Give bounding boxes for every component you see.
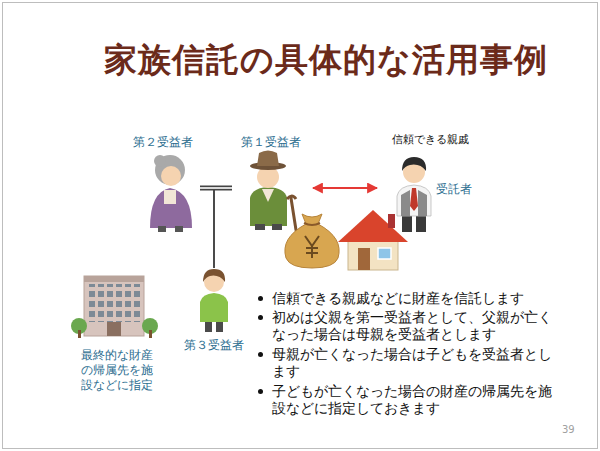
- house: [338, 210, 408, 270]
- person-node: 信頼できる親戚受託者: [380, 128, 488, 233]
- facility-building: [71, 276, 158, 338]
- father-figure: [250, 151, 296, 231]
- money-bag: [285, 214, 339, 268]
- arrow-path: [313, 187, 377, 189]
- role-label: 第３受益者: [180, 338, 248, 353]
- child-figure: [200, 269, 228, 332]
- family-line: [200, 188, 214, 268]
- role-label: 受託者: [436, 182, 486, 197]
- person-node: 第１受益者: [232, 132, 310, 230]
- slide-frame: [3, 3, 598, 449]
- mother-figure: [150, 155, 192, 232]
- family-path: [200, 188, 214, 268]
- role-note: 信頼できる親戚: [380, 133, 480, 147]
- trust-arrow: [313, 188, 377, 189]
- page-number: 39: [562, 424, 575, 435]
- person-node: 第３受益者: [180, 268, 248, 358]
- facility-node: 最終的な財産の帰属先を施設などに指定: [72, 270, 164, 402]
- role-label: 第２受益者: [125, 135, 200, 150]
- role-label: 第１受益者: [232, 135, 310, 150]
- bullet-note: 子どもが亡くなった場合の財産の帰属先を施設などに指定しておきます: [256, 383, 556, 417]
- person-node: 第２受益者: [125, 132, 200, 230]
- bullet-note: 初めは父親を第一受益者として、父親が亡くなった場合は母親を受益者とします: [256, 309, 556, 343]
- facility-label: 最終的な財産の帰属先を施設などに指定: [81, 348, 157, 393]
- family-line: [214, 188, 232, 268]
- bullet-note: 母親が亡くなった場合は子どもを受益者とします: [256, 346, 556, 380]
- family-path: [214, 188, 232, 268]
- family-line: [200, 188, 232, 189]
- slide-title: 家族信託の具体的な活用事例: [104, 38, 548, 83]
- double-line-gap: [200, 187, 232, 189]
- double-line-outer: [200, 186, 232, 191]
- bullet-note: 信頼できる親戚などに財産を信託します: [256, 290, 556, 307]
- trustee-figure: [397, 157, 431, 232]
